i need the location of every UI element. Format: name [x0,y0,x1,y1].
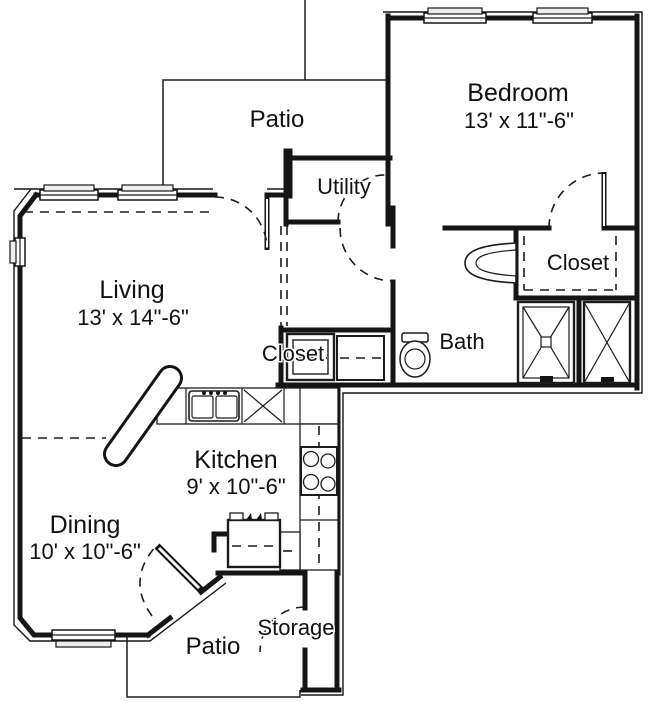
label-closet-bedroom: Closet [547,250,609,275]
dims-bedroom: 13' x 11"-6" [464,108,574,133]
door-leaves [154,172,607,593]
bedroom-window-1 [423,7,487,24]
label-bath: Bath [439,329,484,354]
pedestal-sink-fixture [464,242,517,284]
shower-fixture [516,300,576,385]
label-patio-bottom: Patio [186,633,241,660]
dims-kitchen: 9' x 10"-6" [186,474,285,499]
label-utility: Utility [317,174,371,199]
bar-counter-fixture [103,365,183,467]
living-window-2 [117,184,178,201]
toilet-fixture [399,332,431,378]
label-closet-hall: Closet [262,341,324,366]
mechanical-closet-fixture [582,300,632,385]
label-storage: Storage [257,615,334,640]
room-labels: Patio Bedroom 13' x 11"-6" Utility Livin… [28,78,611,662]
dims-living: 13' x 14"-6" [77,305,189,330]
range-fixture [300,446,338,496]
refrigerator-fixture [226,512,282,569]
label-kitchen: Kitchen [194,446,277,474]
label-dining: Dining [50,511,121,539]
dining-window [51,629,116,648]
label-patio-top: Patio [250,106,305,133]
dims-dining: 10' x 10"-6" [29,539,141,564]
dryer-fixture [336,335,385,381]
windows [9,7,593,648]
dashed-lines [22,211,617,439]
door-swing-arcs [139,172,605,653]
bedroom-window-2 [532,7,593,24]
double-sink-fixture [188,390,240,422]
label-living: Living [99,276,164,304]
living-side-window [9,237,26,267]
label-bedroom: Bedroom [467,79,568,107]
living-window-1 [39,184,99,201]
patio-outlines [126,0,388,698]
washer-fixture [285,332,336,382]
